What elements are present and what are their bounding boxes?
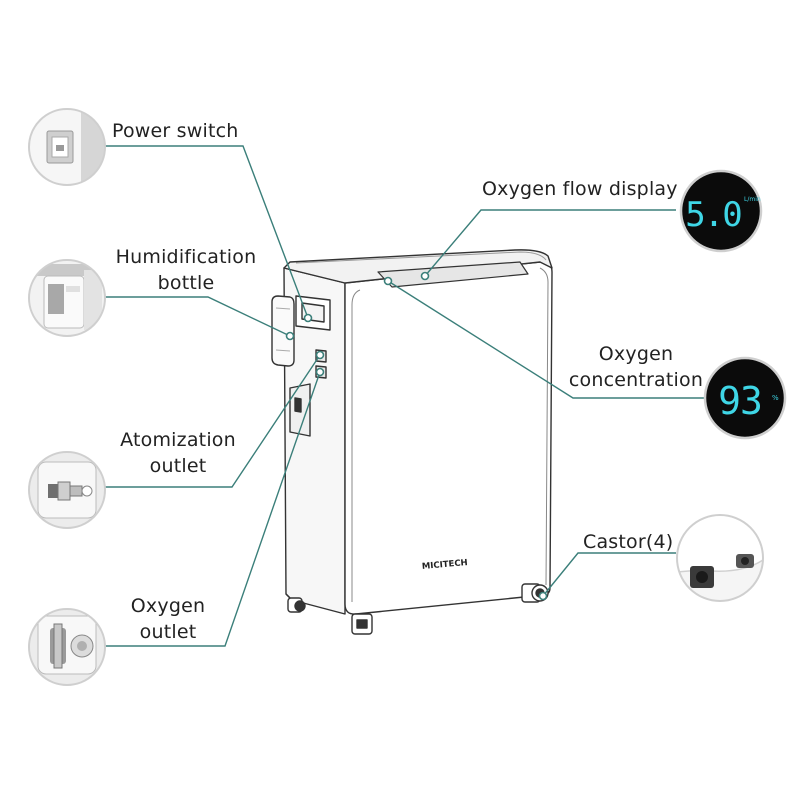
label-oxygen-concentration: Oxygen concentration bbox=[560, 341, 712, 393]
power-switch-closeup bbox=[28, 108, 106, 186]
leader-oxygen-outlet bbox=[104, 371, 321, 647]
concentration-display-value: 93 bbox=[718, 379, 762, 423]
leader-oxygen-concentration bbox=[387, 280, 710, 399]
label-oxygen-outlet-line1: Oxygen bbox=[130, 595, 206, 617]
flow-display-closeup: 5.0 L/min bbox=[679, 169, 763, 253]
castor-front-left bbox=[351, 613, 373, 635]
leader-castor bbox=[542, 552, 676, 597]
concentration-display-unit: % bbox=[772, 394, 779, 402]
label-humidification-bottle-line1: Humidification bbox=[115, 246, 257, 268]
oxygen-outlet-closeup bbox=[28, 608, 106, 686]
device-brand: MICITECH bbox=[421, 558, 468, 572]
castor-back-left bbox=[287, 597, 306, 613]
label-oxygen-outlet-line2: outlet bbox=[139, 621, 197, 643]
humidification-bottle-drawing bbox=[271, 295, 295, 367]
leader-humidification-bottle bbox=[104, 296, 291, 337]
label-atomization-outlet-line1: Atomization bbox=[120, 429, 236, 451]
leader-end-dots bbox=[285, 271, 548, 601]
concentration-display-closeup: 93 % bbox=[703, 356, 787, 440]
device-top-lid bbox=[283, 249, 553, 284]
label-atomization-outlet-line2: outlet bbox=[149, 455, 207, 477]
label-castor: Castor(4) bbox=[583, 531, 674, 553]
leader-flow-display bbox=[424, 209, 676, 277]
flow-display-unit: L/min bbox=[744, 196, 761, 203]
oxygen-concentrator-device bbox=[271, 249, 553, 635]
leader-lines bbox=[102, 145, 710, 647]
leader-atomization-outlet bbox=[104, 354, 321, 488]
label-oxygen-concentration-line1: Oxygen bbox=[598, 343, 674, 365]
label-oxygen-concentration-line2: concentration bbox=[568, 369, 704, 391]
castor-closeup bbox=[676, 514, 764, 602]
label-power-switch: Power switch bbox=[112, 120, 239, 142]
label-humidification-bottle-line2: bottle bbox=[157, 272, 215, 294]
label-humidification-bottle: Humidification bottle bbox=[110, 244, 262, 296]
humidification-bottle-closeup bbox=[28, 259, 106, 337]
label-oxygen-outlet: Oxygen outlet bbox=[118, 593, 218, 645]
label-atomization-outlet: Atomization outlet bbox=[110, 427, 246, 479]
atomization-outlet-closeup bbox=[28, 451, 106, 529]
flow-display-value: 5.0 bbox=[685, 195, 741, 235]
label-oxygen-flow-display: Oxygen flow display bbox=[482, 178, 678, 200]
leader-power-switch bbox=[102, 145, 309, 319]
